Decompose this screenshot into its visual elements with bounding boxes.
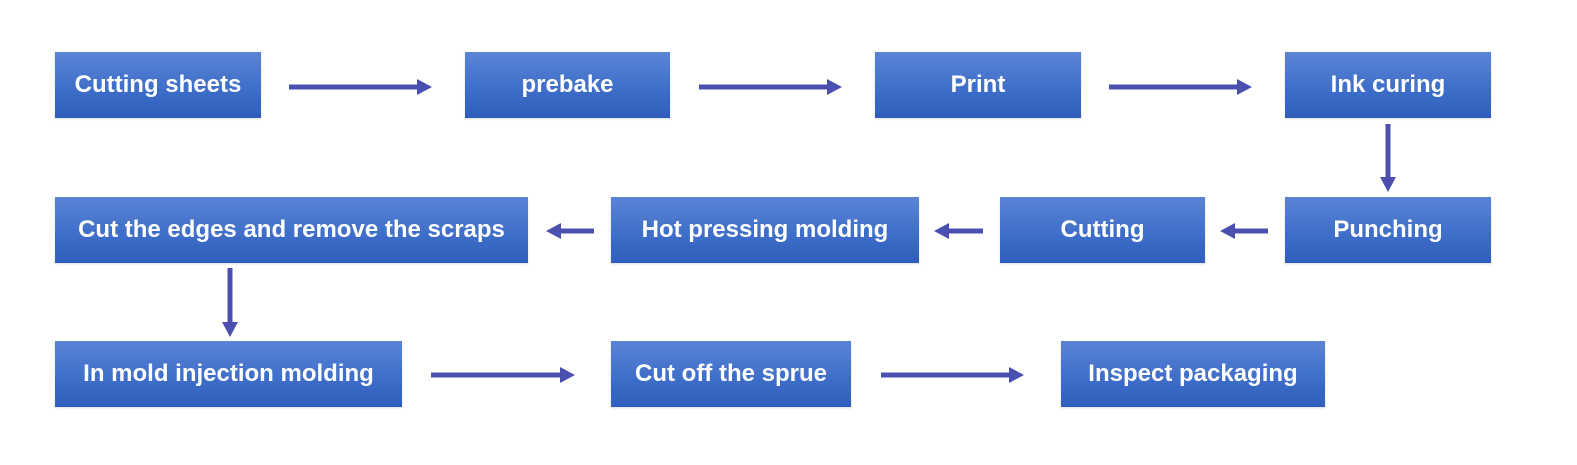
step-label: Cut off the sprue xyxy=(635,360,827,387)
step-label: prebake xyxy=(521,71,614,98)
step-in-mold-injection: In mold injection molding xyxy=(55,341,402,407)
step-label: Cutting xyxy=(1060,216,1145,243)
step-cutting: Cutting xyxy=(1000,197,1205,263)
arrow-head xyxy=(546,223,561,239)
arrow-head xyxy=(1237,79,1252,95)
arrow-cut-edges-to-in-mold-injection xyxy=(222,268,238,337)
step-cut-edges: Cut the edges and remove the scraps xyxy=(55,197,528,263)
step-label: Ink curing xyxy=(1330,71,1446,98)
arrow-ink-curing-to-punching xyxy=(1380,124,1396,192)
step-label: Hot pressing molding xyxy=(641,216,889,243)
arrow-print-to-ink-curing xyxy=(1109,79,1252,95)
arrow-head xyxy=(1380,177,1396,192)
step-prebake: prebake xyxy=(465,52,670,118)
arrow-hot-pressing-molding-to-cut-edges xyxy=(546,223,594,239)
step-cutting-sheets: Cutting sheets xyxy=(55,52,261,118)
arrow-head xyxy=(560,367,575,383)
arrow-head xyxy=(222,322,238,337)
arrow-head xyxy=(1220,223,1235,239)
arrow-head xyxy=(827,79,842,95)
step-punching: Punching xyxy=(1285,197,1491,263)
step-hot-pressing-molding: Hot pressing molding xyxy=(611,197,919,263)
step-label: Print xyxy=(950,71,1006,98)
step-ink-curing: Ink curing xyxy=(1285,52,1491,118)
arrow-cut-sprue-to-inspect-packaging xyxy=(881,367,1024,383)
arrow-prebake-to-print xyxy=(699,79,842,95)
arrow-cutting-to-hot-pressing-molding xyxy=(934,223,983,239)
arrow-cutting-sheets-to-prebake xyxy=(289,79,432,95)
arrow-head xyxy=(1009,367,1024,383)
arrow-in-mold-injection-to-cut-sprue xyxy=(431,367,575,383)
step-label: In mold injection molding xyxy=(83,360,374,387)
arrow-head xyxy=(934,223,949,239)
step-cut-sprue: Cut off the sprue xyxy=(611,341,851,407)
step-label: Cut the edges and remove the scraps xyxy=(78,216,505,243)
arrow-head xyxy=(417,79,432,95)
step-label: Punching xyxy=(1333,216,1443,243)
arrow-punching-to-cutting xyxy=(1220,223,1268,239)
step-print: Print xyxy=(875,52,1081,118)
step-label: Inspect packaging xyxy=(1088,360,1298,387)
step-label: Cutting sheets xyxy=(74,71,242,98)
step-inspect-packaging: Inspect packaging xyxy=(1061,341,1325,407)
